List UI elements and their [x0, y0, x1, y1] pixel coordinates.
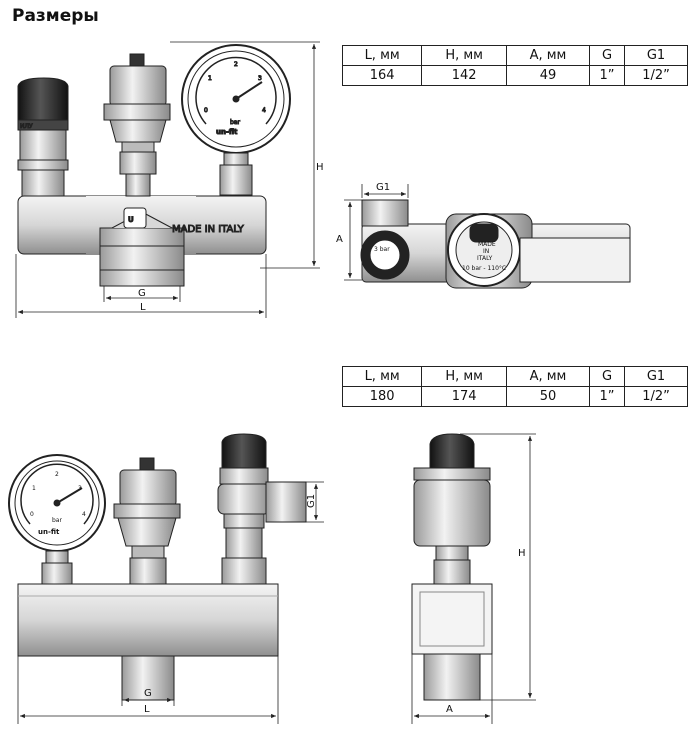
table-cell: 1” — [588, 65, 626, 86]
safety-valve — [217, 433, 307, 585]
dimensions-table-2: L, мм H, мм A, мм G G1 180 174 50 1” 1/2… — [341, 366, 688, 407]
air-vent — [113, 457, 181, 585]
table-cell: 1” — [588, 386, 626, 407]
gauge-brand-text: un-fit — [216, 128, 238, 136]
dimension-lines-bottom-side — [411, 433, 536, 724]
table-row: 164 142 49 1” 1/2” — [341, 65, 688, 86]
table-row: 180 174 50 1” 1/2” — [341, 386, 688, 407]
gauge-tick-3: 3 — [78, 485, 82, 492]
dimensions-table-1: L, мм H, мм A, мм G G1 164 142 49 1” 1/2… — [341, 45, 688, 86]
table-header-cell: H, мм — [421, 366, 508, 387]
valve-mark-text: ИЛУ — [20, 123, 33, 130]
gauge-brand-text: un-fit — [38, 528, 60, 536]
brand-logo-text: ᑌ — [128, 216, 134, 224]
dim-label-g1: G1 — [306, 494, 317, 508]
gauge-tick-4: 4 — [82, 511, 86, 518]
table-header-cell: A, мм — [506, 366, 590, 387]
gauge-unit-text: bar — [52, 517, 62, 524]
bottom-side-view: H A — [411, 433, 536, 724]
gauge-tick-4: 4 — [262, 107, 266, 114]
table-cell: 50 — [506, 386, 590, 407]
bottom-front-view: 0 1 2 3 4 bar un-fit — [8, 433, 324, 724]
gauge-tick-3: 3 — [258, 75, 262, 82]
dim-label-h: H — [518, 548, 526, 559]
page-title: Размеры — [12, 6, 99, 26]
air-vent — [103, 53, 171, 197]
gauge-tick-2: 2 — [55, 471, 59, 478]
dimension-lines-bottom-front — [17, 481, 324, 724]
pressure-gauge: 0 1 2 3 4 bar un-fit — [181, 44, 291, 196]
badge-made: MADE — [478, 241, 496, 248]
table-cell: 1/2” — [624, 386, 688, 407]
top-front-view: ИЛУ ᑌ MADE IN ITALY — [15, 41, 324, 318]
table-header-cell: G1 — [624, 366, 688, 387]
table-cell: 164 — [341, 65, 423, 86]
table-cell: 1/2” — [624, 65, 688, 86]
dim-label-g: G — [138, 288, 146, 299]
top-side-view: 3 bar MADE IN ITALY 10 bar - 110°C G1 A — [336, 182, 631, 289]
table-cell: 180 — [341, 386, 423, 407]
table-header-cell: H, мм — [421, 45, 508, 66]
safety-valve: ИЛУ — [17, 77, 69, 201]
pressure-gauge: 0 1 2 3 4 bar un-fit — [8, 454, 106, 586]
dim-label-l: L — [140, 302, 146, 313]
dim-label-g: G — [144, 688, 152, 699]
dim-label-a: A — [336, 234, 343, 245]
dim-label-l: L — [144, 704, 150, 715]
dimension-lines-top — [15, 41, 320, 318]
gauge-tick-0: 0 — [30, 511, 34, 518]
gauge-unit-text: bar — [230, 119, 240, 126]
badge-in: IN — [483, 248, 489, 255]
gauge-tick-0: 0 — [204, 107, 208, 114]
dimension-lines-side-top — [344, 184, 409, 281]
gauge-tick-2: 2 — [234, 61, 238, 68]
gauge-tick-1: 1 — [208, 75, 212, 82]
dim-label-a: A — [446, 704, 453, 715]
made-in-italy-text: MADE IN ITALY — [172, 224, 245, 235]
collector-body: ᑌ MADE IN ITALY — [17, 195, 267, 287]
table-header-row: L, мм H, мм A, мм G G1 — [341, 45, 688, 66]
gauge-tick-1: 1 — [32, 485, 36, 492]
table-cell: 174 — [421, 386, 508, 407]
badge-italy: ITALY — [477, 255, 493, 262]
table-header-row: L, мм H, мм A, мм G G1 — [341, 366, 688, 387]
dim-label-h: H — [316, 162, 324, 173]
valve-rating-text: 10 bar - 110°C — [462, 265, 506, 272]
table-header-cell: G1 — [624, 45, 688, 66]
valve-3bar-text: 3 bar — [374, 246, 390, 253]
dim-label-g1: G1 — [376, 182, 390, 193]
